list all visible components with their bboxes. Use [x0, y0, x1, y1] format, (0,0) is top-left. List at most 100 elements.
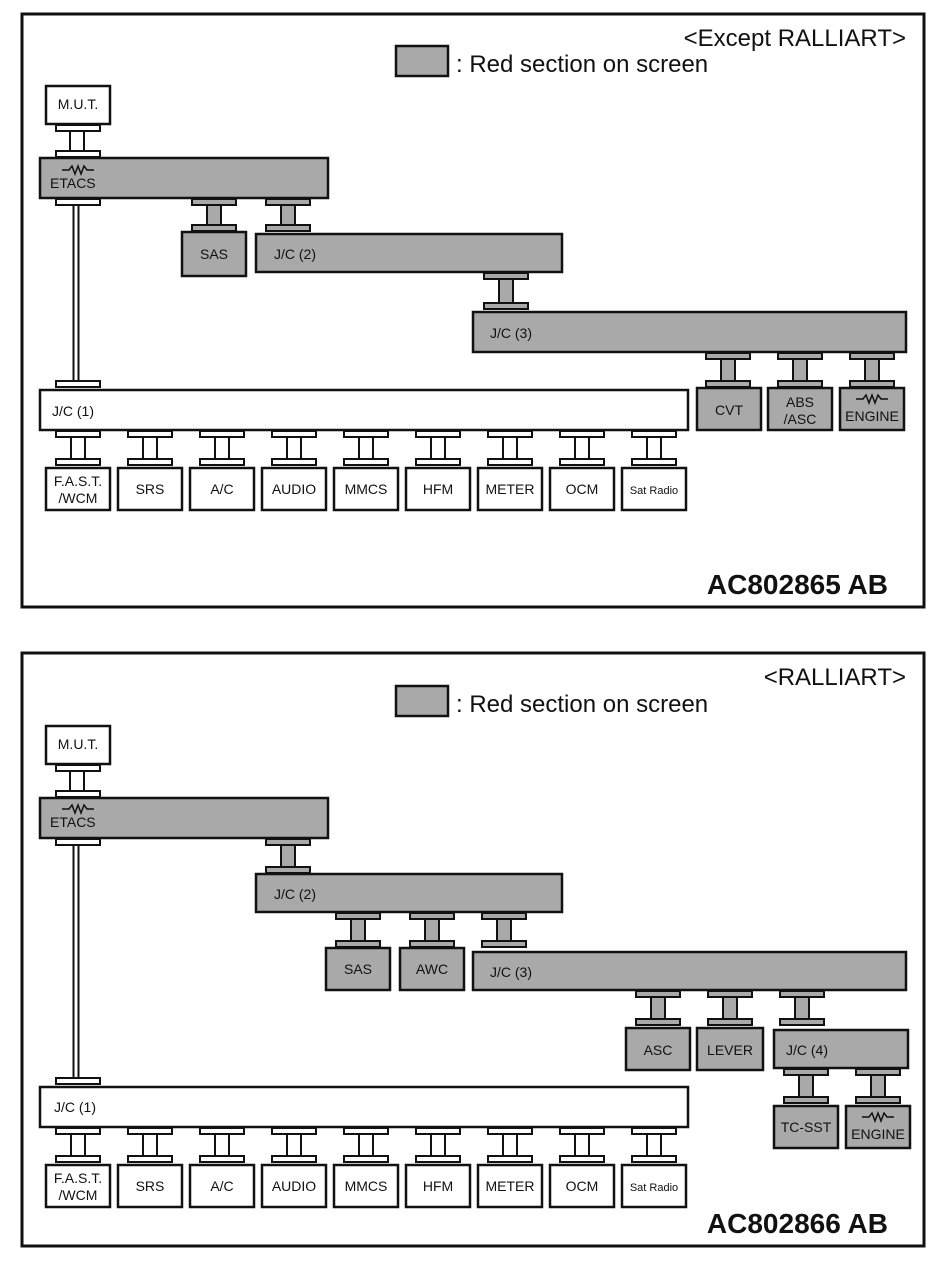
node-srs-label: SRS: [136, 1178, 165, 1194]
node-etacs: [38, 156, 330, 200]
connector: [415, 1127, 461, 1163]
node-etacs-label: ETACS: [50, 175, 96, 191]
node-f-a-s-t-wcm: [44, 466, 112, 512]
node-hfm: [404, 1163, 472, 1209]
connector: [127, 1127, 173, 1163]
connector: [55, 430, 101, 466]
node-ocm-label: OCM: [566, 481, 599, 497]
panel-title: <RALLIART>: [764, 664, 906, 691]
connector: [415, 430, 461, 466]
node-jc2: [254, 872, 564, 914]
node-meter: [476, 466, 544, 512]
node-jc4-label: J/C (4): [786, 1042, 828, 1058]
connector: [55, 124, 101, 158]
node-etacs-label: ETACS: [50, 814, 96, 830]
node-srs: [116, 1163, 184, 1209]
node-jc1-label: J/C (1): [54, 1099, 96, 1115]
node-hfm: [404, 466, 472, 512]
node-etacs: [38, 796, 330, 840]
node-abs-asc: [766, 386, 834, 432]
node-f-a-s-t-wcm-label-line1: F.A.S.T.: [54, 1170, 102, 1186]
node-mmcs: [332, 466, 400, 512]
node-a-c-label: A/C: [210, 1178, 233, 1194]
panel-border: [20, 12, 926, 609]
connector: [343, 1127, 389, 1163]
node-jc1: [38, 1085, 690, 1129]
node-jc2: [254, 232, 564, 274]
connector: [631, 430, 677, 466]
node-sas: [180, 230, 248, 278]
node-meter-label: METER: [486, 481, 535, 497]
node-f-a-s-t-wcm-label-line2: /WCM: [59, 490, 98, 506]
connector: [487, 430, 533, 466]
connector: [855, 1068, 901, 1104]
connector: [707, 990, 753, 1026]
node-f-a-s-t-wcm-label-line2: /WCM: [59, 1187, 98, 1203]
connector: [481, 912, 527, 948]
node-sas-label: SAS: [344, 961, 372, 977]
panel-ralliart: <RALLIART> : Red section on screen M.U.T…: [20, 651, 926, 1248]
node-mmcs-label: MMCS: [345, 481, 388, 497]
node-ocm: [548, 1163, 616, 1209]
node-a-c: [188, 466, 256, 512]
node-audio: [260, 466, 328, 512]
node-a-c: [188, 1163, 256, 1209]
node-tc-sst: [772, 1104, 840, 1150]
connector: [849, 352, 895, 388]
node-jc3: [471, 310, 908, 354]
node-engine-label: ENGINE: [845, 408, 899, 424]
node-engine-label: ENGINE: [851, 1126, 905, 1142]
connector: [483, 272, 529, 310]
node-jc2-label: J/C (2): [274, 886, 316, 902]
node-mmcs-label: MMCS: [345, 1178, 388, 1194]
connector: [265, 198, 311, 232]
node-awc: [398, 946, 466, 992]
node-mut-label: M.U.T.: [58, 96, 98, 112]
node-asc: [624, 1026, 692, 1072]
node-jc3-label: J/C (3): [490, 964, 532, 980]
node-mmcs: [332, 1163, 400, 1209]
connector: [635, 990, 681, 1026]
node-cvt-label: CVT: [715, 402, 743, 418]
node-audio: [260, 1163, 328, 1209]
node-hfm-label: HFM: [423, 1178, 453, 1194]
connector: [559, 430, 605, 466]
figure-code: AC802866 AB: [707, 1208, 888, 1239]
node-asc-label: ASC: [644, 1042, 673, 1058]
connector: [409, 912, 455, 948]
node-jc4: [772, 1028, 910, 1070]
connector: [271, 430, 317, 466]
connector: [705, 352, 751, 388]
node-srs-label: SRS: [136, 481, 165, 497]
node-abs-label-line1: ABS: [786, 394, 814, 410]
connector: [127, 430, 173, 466]
panel-except-ralliart: <Except RALLIART> : Red section on scree…: [20, 12, 926, 609]
node-jc1: [38, 388, 690, 432]
node-jc2-label: J/C (2): [274, 246, 316, 262]
legend-swatch: [394, 44, 450, 78]
connector: [265, 838, 311, 874]
connector: [783, 1068, 829, 1104]
connector-pad: [55, 380, 101, 388]
connector: [55, 1127, 101, 1163]
connector: [335, 912, 381, 948]
node-ocm: [548, 466, 616, 512]
legend-text: : Red section on screen: [456, 691, 708, 718]
node-jc3-label: J/C (3): [490, 325, 532, 341]
node-cvt: [695, 386, 763, 432]
connector: [199, 1127, 245, 1163]
figure-code: AC802865 AB: [707, 569, 888, 600]
connector-pad: [55, 198, 101, 206]
node-mut: [44, 724, 112, 766]
connector: [559, 1127, 605, 1163]
node-srs: [116, 466, 184, 512]
node-f-a-s-t-wcm: [44, 1163, 112, 1209]
connector-pad: [55, 838, 101, 846]
node-awc-label: AWC: [416, 961, 448, 977]
panel-border: [20, 651, 926, 1248]
node-sas: [324, 946, 392, 992]
node-audio-label: AUDIO: [272, 1178, 316, 1194]
legend-swatch: [394, 684, 450, 718]
